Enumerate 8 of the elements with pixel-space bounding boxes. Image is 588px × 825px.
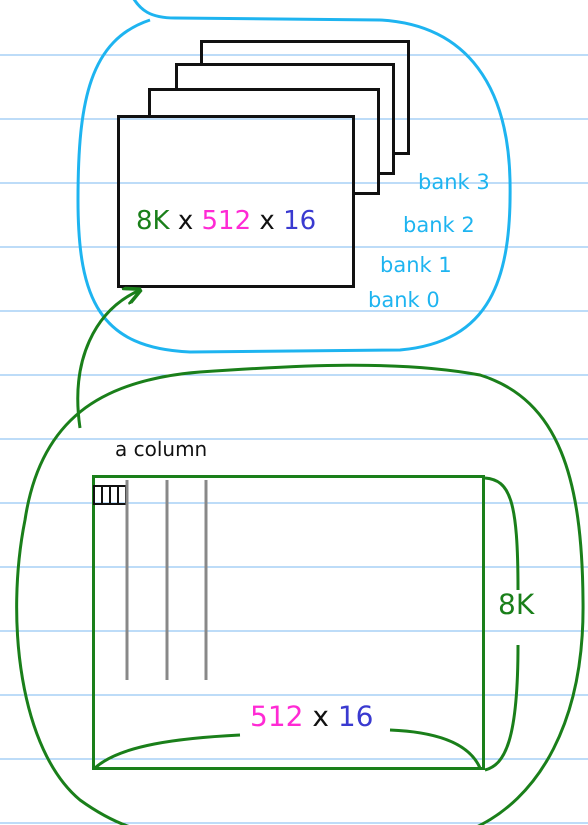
column-label: a column [115,437,208,461]
bank-label: bank 1 [380,253,452,277]
bank-label: bank 2 [403,213,475,237]
dimension-text: 8K x 512 x 16 [136,206,316,236]
dimension-label: 8K [498,588,534,621]
arrow [76,287,144,428]
bank-label: bank 0 [368,288,440,312]
dimension-label: 512 x 16 [250,700,374,733]
